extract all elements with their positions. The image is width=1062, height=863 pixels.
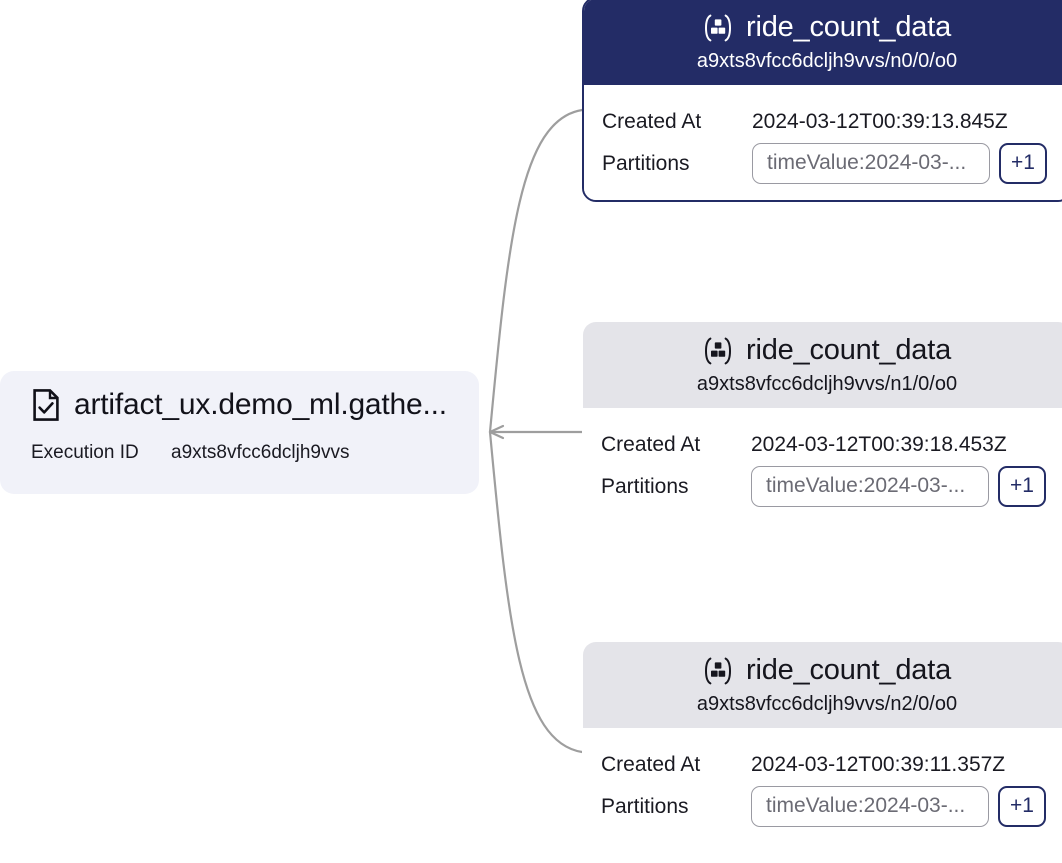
- edge-arrowhead: [488, 424, 505, 440]
- asset-card[interactable]: ride_count_data a9xts8vfcc6dcljh9vvs/n1/…: [582, 321, 1062, 524]
- document-check-icon: [33, 389, 59, 421]
- partitions-label: Partitions: [601, 474, 689, 498]
- partition-chip[interactable]: timeValue:2024-03-...: [751, 466, 989, 507]
- partition-chip-group: timeValue:2024-03-... +1: [751, 786, 1046, 827]
- created-at-value: 2024-03-12T00:39:11.357Z: [751, 753, 1006, 776]
- asset-card-body: Created At 2024-03-12T00:39:13.845Z Part…: [584, 85, 1062, 200]
- partitions-label: Partitions: [601, 794, 689, 818]
- partition-chip-group: timeValue:2024-03-... +1: [752, 143, 1047, 184]
- edge-to-card-2: [488, 430, 584, 754]
- asset-path: a9xts8vfcc6dcljh9vvs/n0/0/o0: [696, 50, 958, 72]
- asset-name-row: ride_count_data: [583, 336, 1062, 365]
- asset-path: a9xts8vfcc6dcljh9vvs/n2/0/o0: [696, 693, 958, 715]
- created-at-label: Created At: [601, 753, 701, 776]
- created-at-value: 2024-03-12T00:39:13.845Z: [752, 110, 1008, 133]
- asset-card-body: Created At 2024-03-12T00:39:11.357Z Part…: [583, 728, 1062, 843]
- cubes-icon: [704, 657, 732, 684]
- asset-card-body: Created At 2024-03-12T00:39:18.453Z Part…: [583, 408, 1062, 523]
- asset-name: ride_count_data: [746, 11, 951, 43]
- partition-more-badge[interactable]: +1: [999, 143, 1047, 184]
- partitions-row: Partitions timeValue:2024-03-... +1: [583, 786, 1062, 827]
- partition-more-badge[interactable]: +1: [998, 786, 1046, 827]
- asset-card-header: ride_count_data a9xts8vfcc6dcljh9vvs/n1/…: [583, 322, 1062, 408]
- asset-name-row: ride_count_data: [583, 656, 1062, 685]
- execution-id-label: Execution ID: [31, 442, 139, 463]
- execution-title: artifact_ux.demo_ml.gathe...: [74, 388, 447, 421]
- execution-id-value: a9xts8vfcc6dcljh9vvs: [171, 442, 350, 463]
- created-at-row: Created At 2024-03-12T00:39:13.845Z: [584, 103, 1062, 141]
- created-at-row: Created At 2024-03-12T00:39:11.357Z: [583, 746, 1062, 784]
- asset-name-row: ride_count_data: [584, 13, 1062, 42]
- asset-card-header: ride_count_data a9xts8vfcc6dcljh9vvs/n0/…: [584, 0, 1062, 85]
- execution-id-row: Execution ID a9xts8vfcc6dcljh9vvs: [0, 421, 479, 464]
- edge-to-card-0: [488, 108, 584, 434]
- cubes-icon: [704, 14, 732, 41]
- asset-card[interactable]: ride_count_data a9xts8vfcc6dcljh9vvs/n0/…: [582, 0, 1062, 202]
- asset-card-header: ride_count_data a9xts8vfcc6dcljh9vvs/n2/…: [583, 642, 1062, 728]
- partition-more-badge[interactable]: +1: [998, 466, 1046, 507]
- partition-chip[interactable]: timeValue:2024-03-...: [751, 786, 989, 827]
- partitions-label: Partitions: [602, 151, 690, 175]
- asset-card[interactable]: ride_count_data a9xts8vfcc6dcljh9vvs/n2/…: [582, 641, 1062, 844]
- asset-path: a9xts8vfcc6dcljh9vvs/n1/0/o0: [696, 373, 958, 395]
- asset-name: ride_count_data: [746, 334, 951, 366]
- created-at-row: Created At 2024-03-12T00:39:18.453Z: [583, 426, 1062, 464]
- created-at-label: Created At: [601, 433, 701, 456]
- partition-chip-group: timeValue:2024-03-... +1: [751, 466, 1046, 507]
- execution-title-row: artifact_ux.demo_ml.gathe...: [0, 371, 479, 421]
- partitions-row: Partitions timeValue:2024-03-... +1: [583, 466, 1062, 507]
- created-at-label: Created At: [602, 110, 702, 133]
- asset-name: ride_count_data: [746, 654, 951, 686]
- cubes-icon: [704, 337, 732, 364]
- partitions-row: Partitions timeValue:2024-03-... +1: [584, 143, 1062, 184]
- execution-node[interactable]: artifact_ux.demo_ml.gathe... Execution I…: [0, 371, 479, 494]
- partition-chip[interactable]: timeValue:2024-03-...: [752, 143, 990, 184]
- created-at-value: 2024-03-12T00:39:18.453Z: [751, 433, 1007, 456]
